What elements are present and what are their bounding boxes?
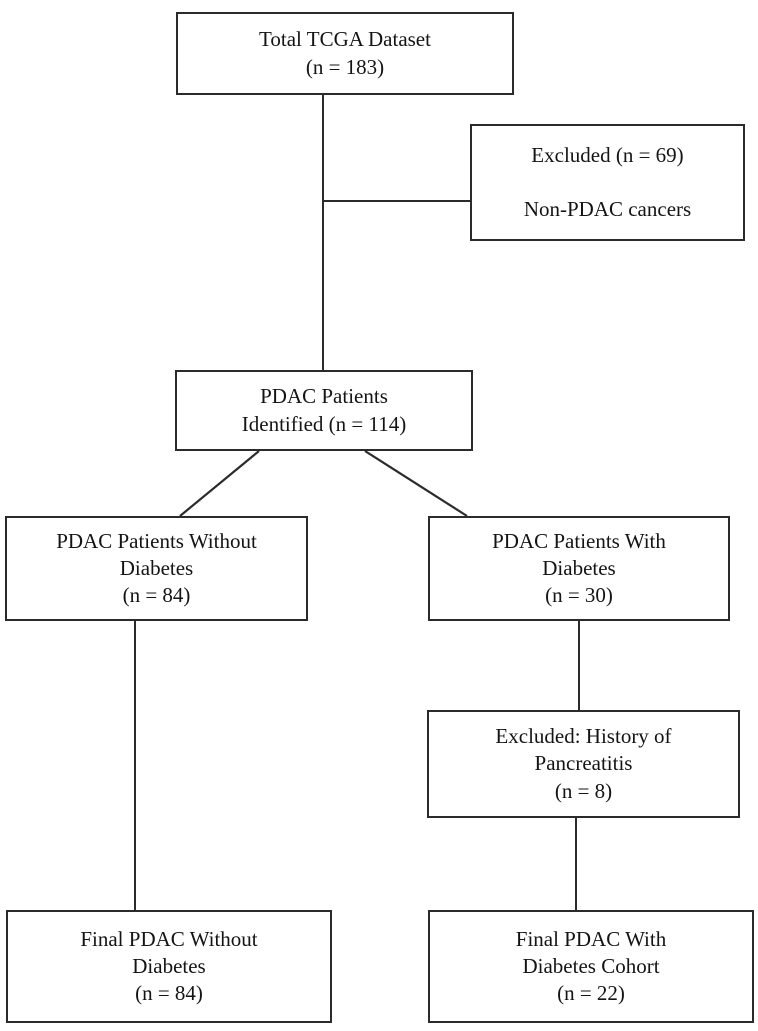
node-final-without-line-2: Diabetes [132,953,206,978]
node-with-dm-line-1: PDAC Patients With [492,528,666,553]
node-excluded-line-1: Excluded (n = 69) [531,143,684,168]
node-excluded-line-2: Non-PDAC cancers [523,196,692,221]
node-excluded-history-of-pancreatitis: Excluded: History of Pancreatitis (n = 8… [427,710,740,818]
node-with-dm-line-3: (n = 30) [545,583,613,608]
node-total-line-1: Total TCGA Dataset [259,27,431,52]
connector-without-diabetes-to-final [134,620,136,911]
node-identified-line-1: PDAC Patients [260,384,388,409]
connector-identified-to-with-diabetes [364,450,468,517]
connector-total-to-excluded-non-pdac [322,200,471,202]
node-pancreatitis-line-1: Excluded: History of [495,724,672,749]
node-pancreatitis-line-3: (n = 8) [554,778,613,803]
node-excluded-non-pdac: Excluded (n = 69) Non-PDAC cancers [470,124,745,241]
node-identified-line-2: Identified (n = 114) [241,411,407,436]
node-total-line-2: (n = 183) [305,54,385,79]
node-without-dm-line-3: (n = 84) [122,583,191,608]
node-without-dm-line-2: Diabetes [119,555,194,580]
connector-with-diabetes-to-pancreatitis [578,620,580,711]
node-final-pdac-with-diabetes-cohort: Final PDAC With Diabetes Cohort (n = 22) [428,910,754,1023]
node-pdac-patients-with-diabetes: PDAC Patients With Diabetes (n = 30) [428,516,730,621]
connector-total-to-identified [322,94,324,371]
node-final-with-line-2: Diabetes Cohort [522,953,660,978]
node-with-dm-line-2: Diabetes [542,555,616,580]
node-final-without-line-3: (n = 84) [135,981,203,1006]
node-final-with-line-3: (n = 22) [557,981,625,1006]
node-without-dm-line-1: PDAC Patients Without [56,528,257,553]
node-pancreatitis-line-2: Pancreatitis [534,751,633,776]
connector-identified-to-without-diabetes [179,450,260,517]
node-pdac-patients-without-diabetes: PDAC Patients Without Diabetes (n = 84) [5,516,308,621]
node-total-tcga-dataset: Total TCGA Dataset (n = 183) [176,12,514,95]
node-final-pdac-without-diabetes: Final PDAC Without Diabetes (n = 84) [6,910,332,1023]
connector-pancreatitis-to-final-with-diabetes [575,817,577,911]
node-final-without-line-1: Final PDAC Without [80,926,258,951]
node-pdac-patients-identified: PDAC Patients Identified (n = 114) [175,370,473,451]
node-final-with-line-1: Final PDAC With [515,926,667,951]
